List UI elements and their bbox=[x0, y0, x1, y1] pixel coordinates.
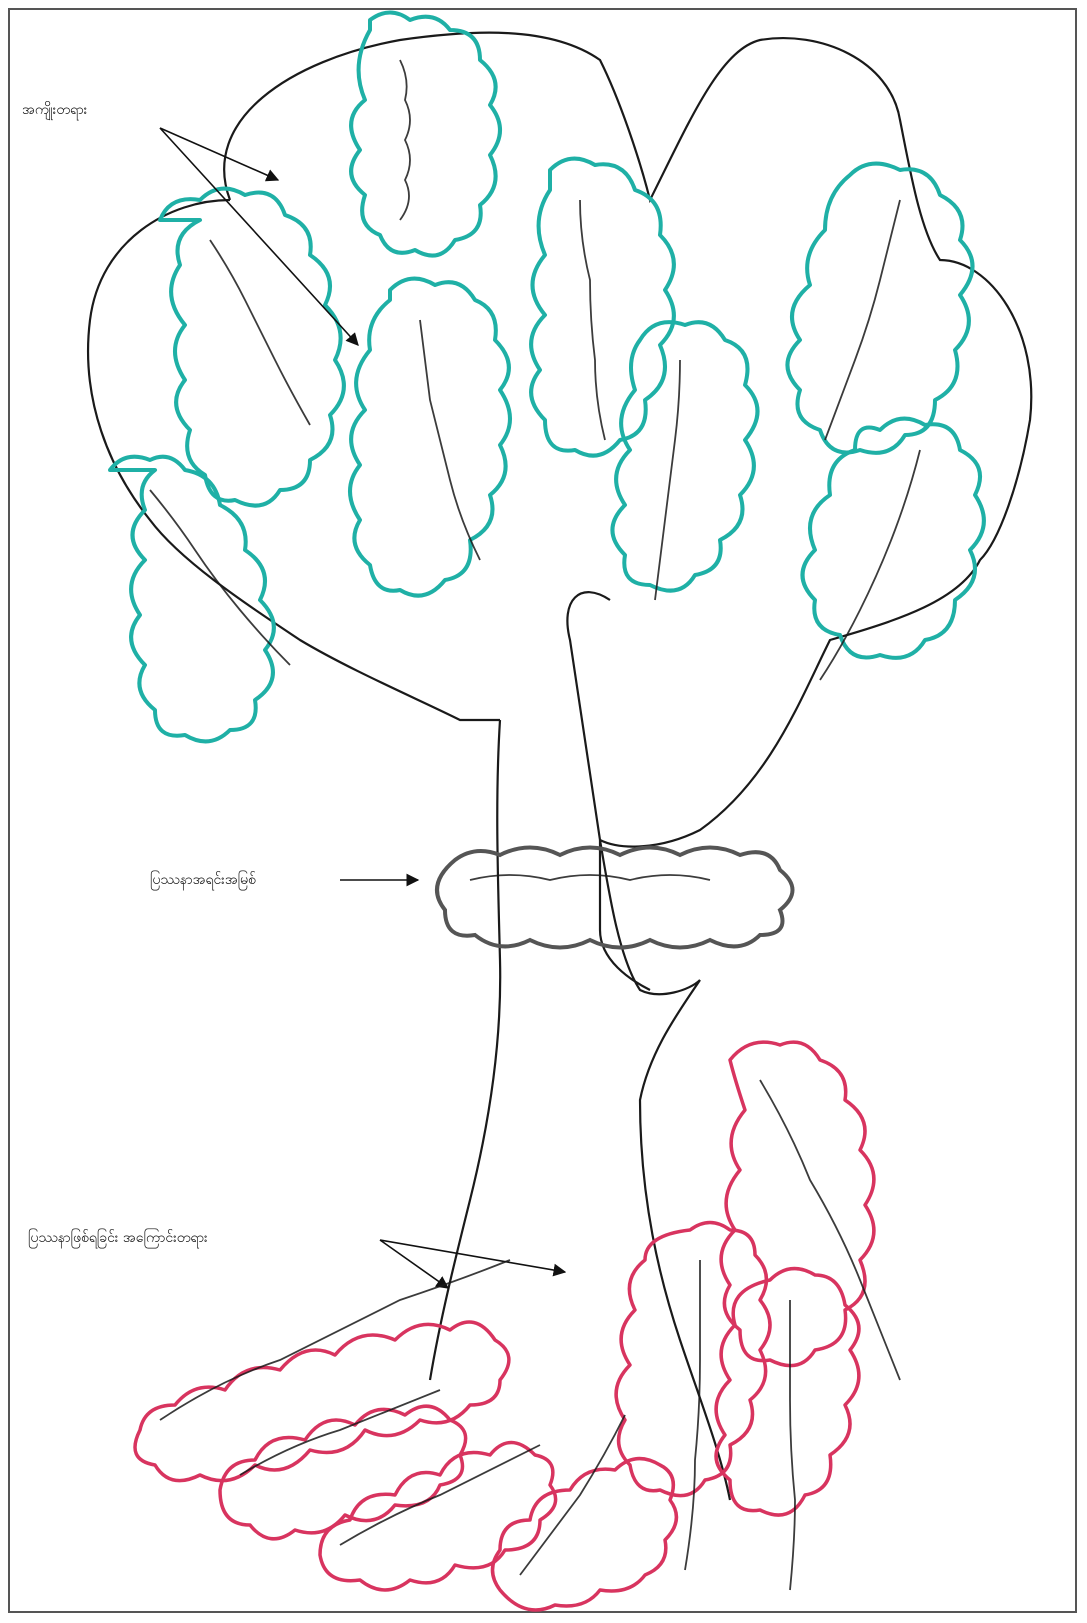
handwriting-leaf-4 bbox=[420, 320, 480, 560]
effects-arrow-1 bbox=[160, 128, 278, 180]
label-arrows bbox=[160, 128, 565, 1288]
root-7 bbox=[721, 1042, 874, 1365]
handwriting-root-5 bbox=[685, 1260, 700, 1570]
causes-label: ပြဿနာဖြစ်ရခြင်း အကြောင်းတရား bbox=[28, 1228, 208, 1249]
handwriting-leaf-2 bbox=[210, 240, 310, 425]
handwriting-root-4 bbox=[520, 1415, 625, 1575]
trunk-left bbox=[430, 720, 500, 1380]
handwriting-leaf-6 bbox=[655, 360, 680, 600]
handwriting-leaf-8 bbox=[820, 450, 920, 680]
root-5 bbox=[616, 1223, 770, 1496]
handwriting-root-1 bbox=[160, 1260, 510, 1420]
core-problem-label: ပြဿနာအရင်းအမြစ် bbox=[150, 870, 256, 891]
handwriting-root-3 bbox=[340, 1445, 540, 1545]
leaf-2 bbox=[160, 189, 344, 506]
core-problem-outline bbox=[437, 848, 793, 948]
handwriting-leaf-1 bbox=[400, 60, 410, 220]
handwriting-leaf-7 bbox=[825, 200, 900, 440]
leaf-8 bbox=[803, 419, 984, 658]
leaf-7 bbox=[788, 164, 973, 453]
handwriting-root-2 bbox=[240, 1390, 440, 1475]
effects-arrow-2 bbox=[160, 128, 358, 345]
leaf-1 bbox=[351, 13, 500, 256]
root-4 bbox=[493, 1459, 677, 1610]
causes-arrow-1 bbox=[380, 1240, 448, 1288]
handwriting-leaf-5 bbox=[580, 200, 605, 440]
handwriting-leaf-3 bbox=[150, 490, 290, 665]
handwriting-root-6 bbox=[790, 1300, 795, 1590]
leaf-5 bbox=[531, 159, 674, 456]
root-3 bbox=[320, 1443, 556, 1591]
handwriting-core bbox=[470, 875, 710, 880]
cause-roots bbox=[135, 1042, 874, 1610]
handwriting-root-7 bbox=[760, 1080, 900, 1380]
causes-arrow-2 bbox=[380, 1240, 565, 1272]
effects-label: အကျိုးတရား bbox=[22, 100, 87, 121]
root-6 bbox=[716, 1269, 859, 1515]
leaf-6 bbox=[613, 322, 758, 590]
leaf-4 bbox=[350, 279, 510, 596]
